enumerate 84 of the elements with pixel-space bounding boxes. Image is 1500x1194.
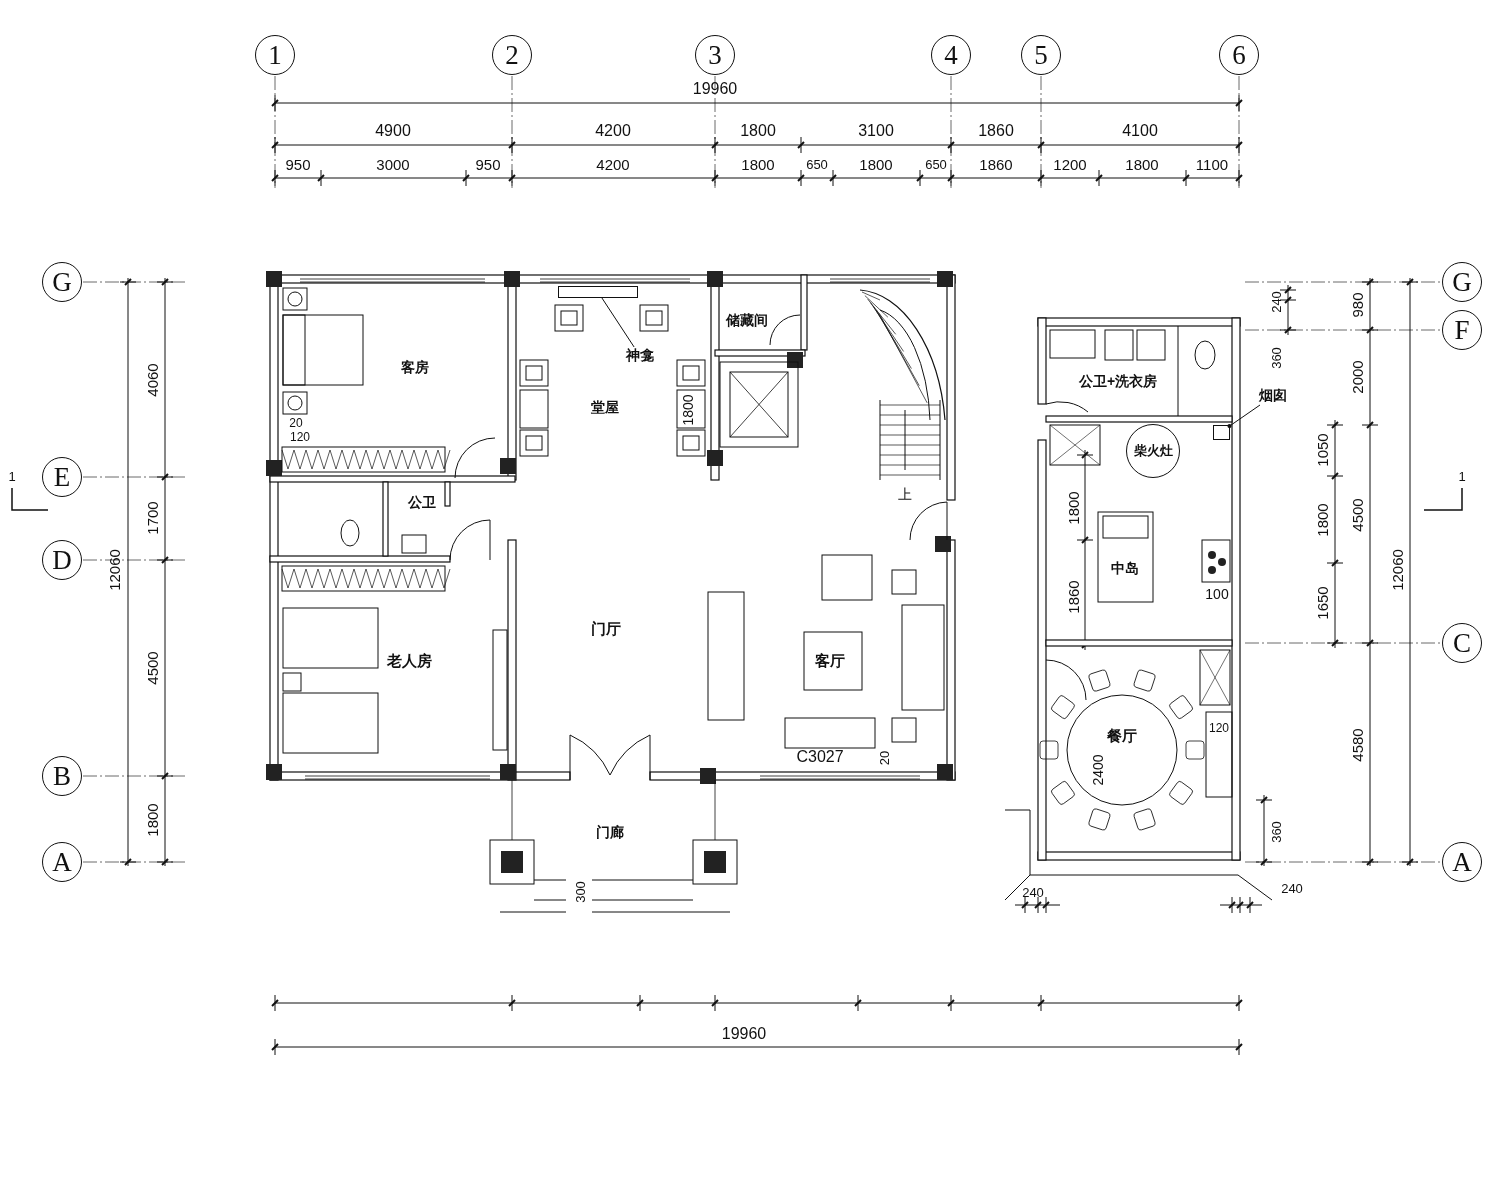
dimension-text: 4900 xyxy=(375,123,411,139)
dimension-text: 360 xyxy=(1269,347,1283,369)
grid-bubble: 5 xyxy=(1021,35,1061,75)
dimension-text: 120 xyxy=(1209,722,1229,734)
callout-text: 烟囱 xyxy=(1257,387,1289,405)
dimension-text: 2400 xyxy=(1091,754,1105,786)
dimension-text: 120 xyxy=(290,431,310,443)
dimension-text: 1050 xyxy=(1314,433,1330,467)
dimension-text: 12060 xyxy=(1389,549,1405,591)
dimension-text: 4500 xyxy=(1349,498,1365,532)
room-label: 客厅 xyxy=(815,652,845,668)
dimension-text: 100 xyxy=(1205,587,1229,601)
dimension-text: 1800 xyxy=(859,156,893,172)
dimension-text: 1800 xyxy=(740,123,776,139)
dimension-text: 4200 xyxy=(596,156,630,172)
dimension-text: 1860 xyxy=(978,123,1014,139)
dimension-text: 1800 xyxy=(1314,503,1330,537)
dimension-text: 20 xyxy=(877,750,891,766)
grid-bubble: 1 xyxy=(255,35,295,75)
grid-bubble: E xyxy=(42,457,82,497)
dimension-text: 3100 xyxy=(858,123,894,139)
dimension-text: 240 xyxy=(1269,291,1283,313)
dimension-text: 1800 xyxy=(1065,491,1081,525)
dimension-text: 1860 xyxy=(979,156,1013,172)
room-label: 老人房 xyxy=(386,652,432,668)
grid-bubble: F xyxy=(1442,310,1482,350)
dimension-text: 950 xyxy=(475,156,501,172)
dimension-text: 4500 xyxy=(144,651,160,685)
grid-bubble: 2 xyxy=(492,35,532,75)
dimension-text: 240 xyxy=(1022,885,1044,899)
grid-bubble: G xyxy=(1442,262,1482,302)
dimension-text: 1860 xyxy=(1065,580,1081,614)
dimension-text: 1800 xyxy=(681,394,695,426)
dimension-text: 20 xyxy=(289,417,303,429)
room-label: 门廊 xyxy=(596,825,624,839)
dimension-text: 240 xyxy=(1281,881,1303,895)
leader-line xyxy=(601,297,635,348)
dimension-text: 4200 xyxy=(595,123,631,139)
room-label: 餐厅 xyxy=(1107,727,1137,743)
dimension-text: 4580 xyxy=(1349,728,1365,762)
grid-bubble: A xyxy=(1442,842,1482,882)
window-code: C3027 xyxy=(796,749,844,765)
dimension-text: 19960 xyxy=(721,1026,767,1042)
leader-line xyxy=(1227,404,1261,429)
room-label: 公卫+洗衣房 xyxy=(1078,374,1158,388)
dimension-text: 360 xyxy=(1269,821,1283,843)
grid-bubble: G xyxy=(42,262,82,302)
dimension-text: 1200 xyxy=(1053,156,1087,172)
dimension-text: 19960 xyxy=(692,81,738,97)
room-label: 门厅 xyxy=(591,620,621,636)
chimney-outline xyxy=(1212,424,1230,440)
room-label: 储藏间 xyxy=(726,313,768,327)
dimension-text: 1800 xyxy=(741,156,775,172)
dimension-text: 1700 xyxy=(144,501,160,535)
grid-bubble: 4 xyxy=(931,35,971,75)
altar-cabinet xyxy=(558,286,638,298)
dimension-text: 980 xyxy=(1349,292,1365,318)
dimension-text: 650 xyxy=(806,157,828,171)
dimension-text: 2000 xyxy=(1349,360,1365,394)
grid-bubble: D xyxy=(42,540,82,580)
grid-bubble: C xyxy=(1442,623,1482,663)
grid-bubble: B xyxy=(42,756,82,796)
dimension-text: 950 xyxy=(285,156,311,172)
room-label: 堂屋 xyxy=(591,400,619,414)
dimension-text: 4100 xyxy=(1122,123,1158,139)
dimension-text: 1800 xyxy=(1125,156,1159,172)
room-label: 中岛 xyxy=(1111,561,1139,575)
grid-bubble: 6 xyxy=(1219,35,1259,75)
dimension-text: 3000 xyxy=(376,156,410,172)
grid-bubble: 3 xyxy=(695,35,735,75)
dimension-text: 1650 xyxy=(1314,586,1330,620)
dimension-text: 1100 xyxy=(1195,156,1229,172)
room-label: 客房 xyxy=(401,360,429,374)
section-number: 1 xyxy=(8,469,16,483)
room-label: 公卫 xyxy=(408,495,436,509)
section-number: 1 xyxy=(1458,469,1466,483)
dimension-text: 300 xyxy=(573,881,587,903)
dimension-text: 650 xyxy=(925,157,947,171)
dimension-text: 12060 xyxy=(106,549,122,591)
stair-direction-text: 上 xyxy=(898,487,912,501)
callout-text: 神龛 xyxy=(624,347,656,365)
dimension-text: 4060 xyxy=(144,363,160,397)
dimension-text: 1800 xyxy=(144,803,160,837)
grid-bubble: A xyxy=(42,842,82,882)
